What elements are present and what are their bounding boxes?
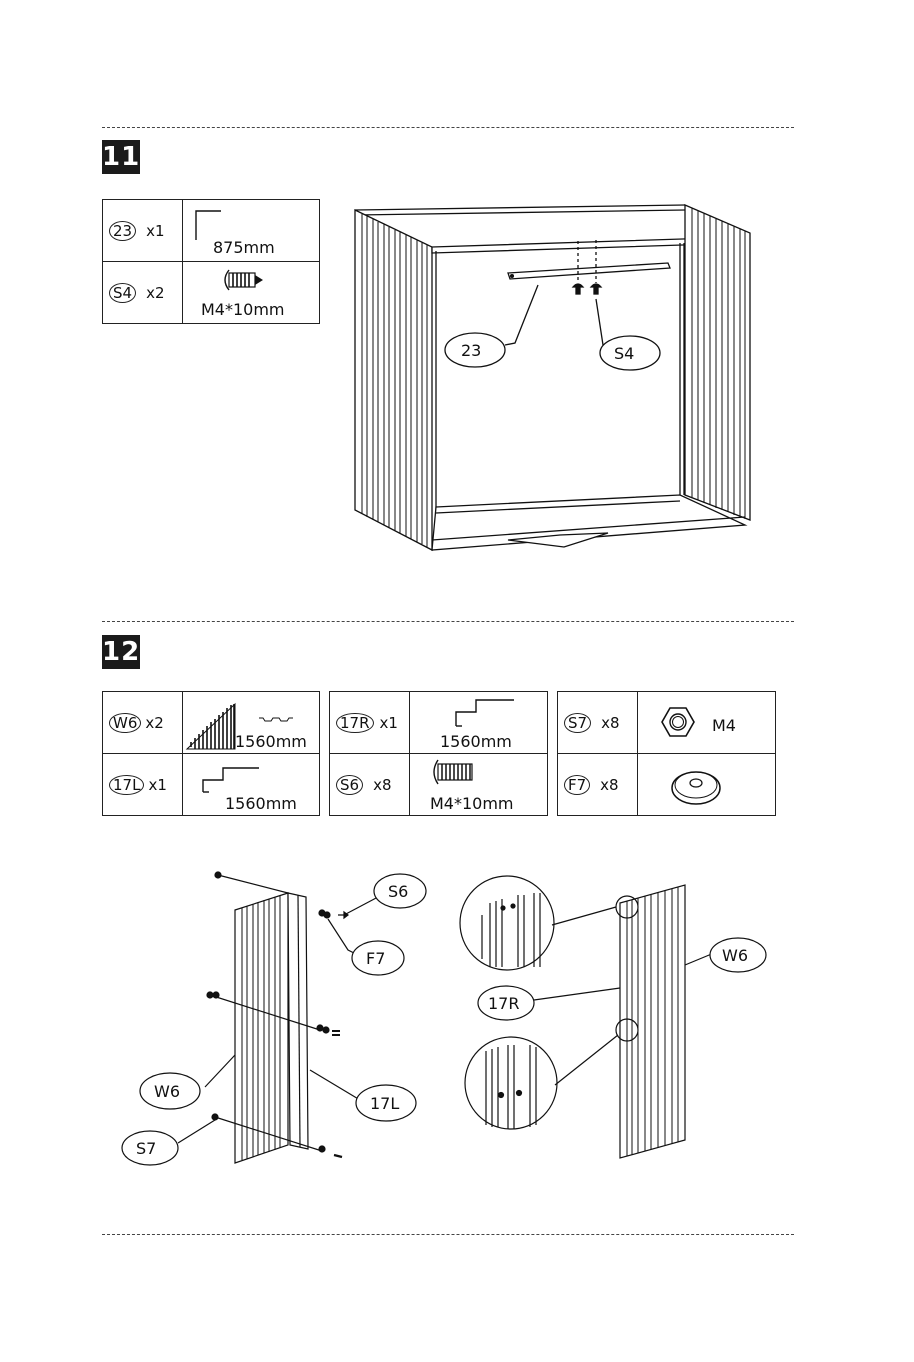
part-qty: x2 bbox=[145, 714, 163, 732]
part-id: S7 bbox=[564, 713, 591, 733]
callout-label: W6 bbox=[722, 946, 748, 965]
callout-label: 17R bbox=[488, 994, 519, 1013]
part-drawing-cell: M4*10mm bbox=[183, 262, 320, 324]
part-id: S4 bbox=[109, 283, 136, 303]
part-id: W6 bbox=[109, 713, 141, 733]
part-drawing-cell: M4 bbox=[638, 692, 776, 754]
part-spec: M4*10mm bbox=[430, 794, 514, 813]
section-divider bbox=[102, 621, 794, 622]
panel-assembly-drawing: S6 F7 W6 17L S7 W6 17R bbox=[110, 855, 790, 1185]
step-number-11: 11 bbox=[102, 140, 140, 174]
part-spec: M4 bbox=[712, 716, 736, 735]
part-qty: x8 bbox=[601, 714, 619, 732]
part-spec: 1560mm bbox=[225, 794, 297, 813]
part-spec: 1560mm bbox=[235, 732, 307, 751]
part-id-cell: 17R x1 bbox=[330, 692, 410, 754]
callout-label: S6 bbox=[388, 882, 408, 901]
step-number-12: 12 bbox=[102, 635, 140, 669]
part-drawing-cell: M4*10mm bbox=[410, 754, 548, 816]
part-spec: M4*10mm bbox=[201, 300, 285, 319]
callout-label: 23 bbox=[461, 341, 481, 360]
part-id-cell: 23 x1 bbox=[103, 200, 183, 262]
part-id: F7 bbox=[564, 775, 590, 795]
callout-label: S7 bbox=[136, 1139, 156, 1158]
part-id-cell: S6 x8 bbox=[330, 754, 410, 816]
washer-icon bbox=[638, 754, 776, 814]
callout-label: S4 bbox=[614, 344, 634, 363]
part-id-cell: S4 x2 bbox=[103, 262, 183, 324]
part-id: 17R bbox=[336, 713, 374, 733]
part-qty: x8 bbox=[373, 776, 391, 794]
part-qty: x2 bbox=[146, 284, 164, 302]
callout-label: W6 bbox=[154, 1082, 180, 1101]
part-id-cell: F7 x8 bbox=[558, 754, 638, 816]
section-divider bbox=[102, 1234, 794, 1235]
part-drawing-cell: 1560mm bbox=[410, 692, 548, 754]
hex-nut-icon bbox=[638, 692, 776, 752]
part-drawing-cell: 1560mm bbox=[183, 692, 320, 754]
parts-table-step11: 23 x1 875mm S4 x2 M4*10mm bbox=[102, 199, 320, 324]
part-drawing-cell bbox=[638, 754, 776, 816]
part-qty: x8 bbox=[600, 776, 618, 794]
part-drawing-cell: 1560mm bbox=[183, 754, 320, 816]
part-id: S6 bbox=[336, 775, 363, 795]
part-drawing-cell: 875mm bbox=[183, 200, 320, 262]
part-id-cell: S7 x8 bbox=[558, 692, 638, 754]
part-id: 17L bbox=[109, 775, 144, 795]
part-spec: 1560mm bbox=[440, 732, 512, 751]
callout-label: 17L bbox=[370, 1094, 399, 1113]
section-divider bbox=[102, 127, 794, 128]
part-qty: x1 bbox=[148, 776, 166, 794]
part-id: 23 bbox=[109, 221, 136, 241]
parts-table-step12-b: 17R x1 1560mm S6 x8 M4*10mm bbox=[329, 691, 548, 816]
part-spec: 875mm bbox=[213, 238, 275, 257]
callout-label: F7 bbox=[366, 949, 385, 968]
part-qty: x1 bbox=[146, 222, 164, 240]
shed-frame-drawing: 23 S4 bbox=[340, 195, 780, 560]
parts-table-step12-c: S7 x8 M4 F7 x8 bbox=[557, 691, 776, 816]
part-qty: x1 bbox=[380, 714, 398, 732]
